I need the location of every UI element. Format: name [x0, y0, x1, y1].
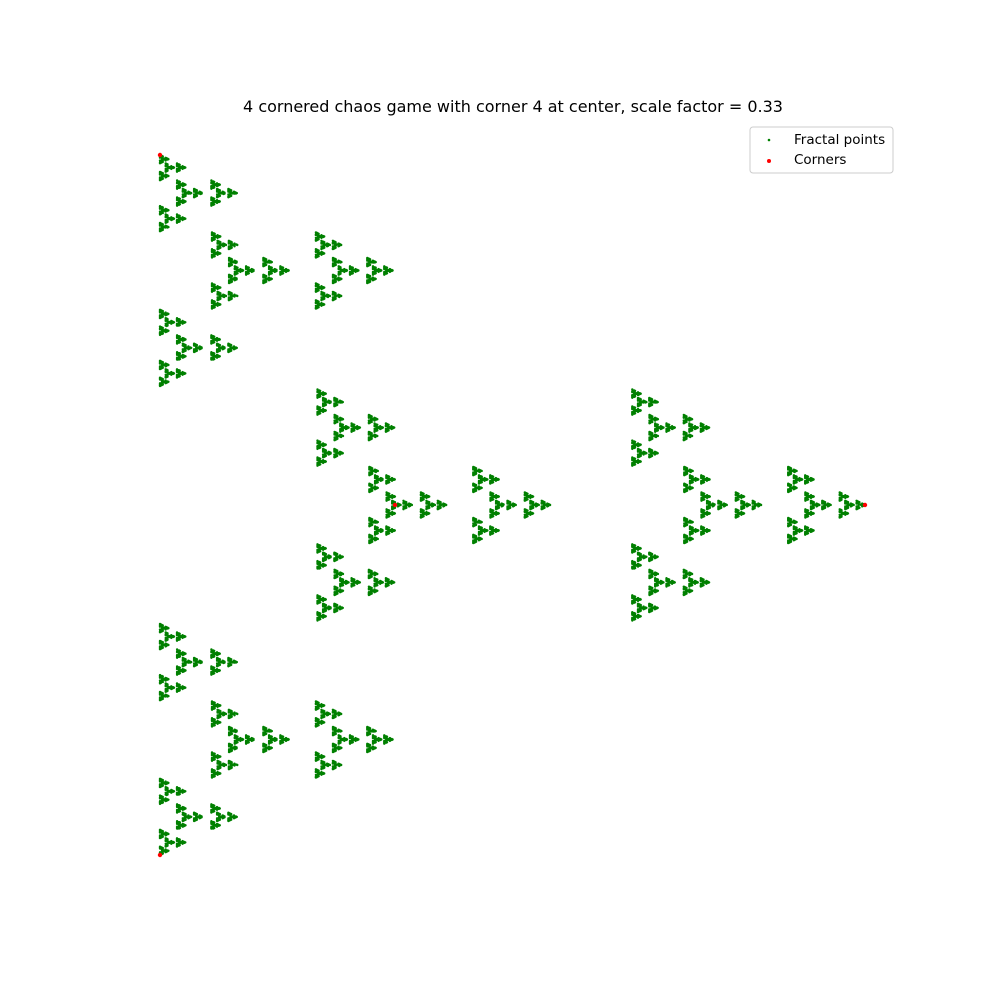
fractal-point [216, 762, 219, 765]
fractal-point [333, 419, 336, 422]
fractal-point [373, 425, 376, 428]
fractal-point [320, 242, 323, 245]
fractal-point [385, 499, 388, 502]
fractal-point [350, 425, 353, 428]
chart-title: 4 cornered chaos game with corner 4 at c… [243, 97, 783, 116]
fractal-point [216, 293, 219, 296]
fractal-point [350, 579, 353, 583]
fractal-point [373, 579, 376, 583]
fractal-point [385, 516, 388, 519]
fractal-point [320, 293, 323, 296]
fractal-point [333, 571, 336, 574]
fractal-point [320, 762, 323, 765]
fractal-point [333, 416, 336, 419]
fractal-point [333, 588, 336, 591]
fractal-point [385, 510, 388, 514]
fractal-point [333, 433, 336, 436]
plot-area [157, 152, 868, 858]
fractal-point [320, 711, 323, 714]
fractal-point [216, 242, 219, 245]
fractal-point [216, 711, 219, 714]
fractal-point [402, 502, 405, 505]
fractal-point [385, 494, 388, 497]
fractal-points-layer [158, 153, 867, 857]
fractal-point [855, 502, 858, 505]
fractal-point [425, 502, 428, 505]
